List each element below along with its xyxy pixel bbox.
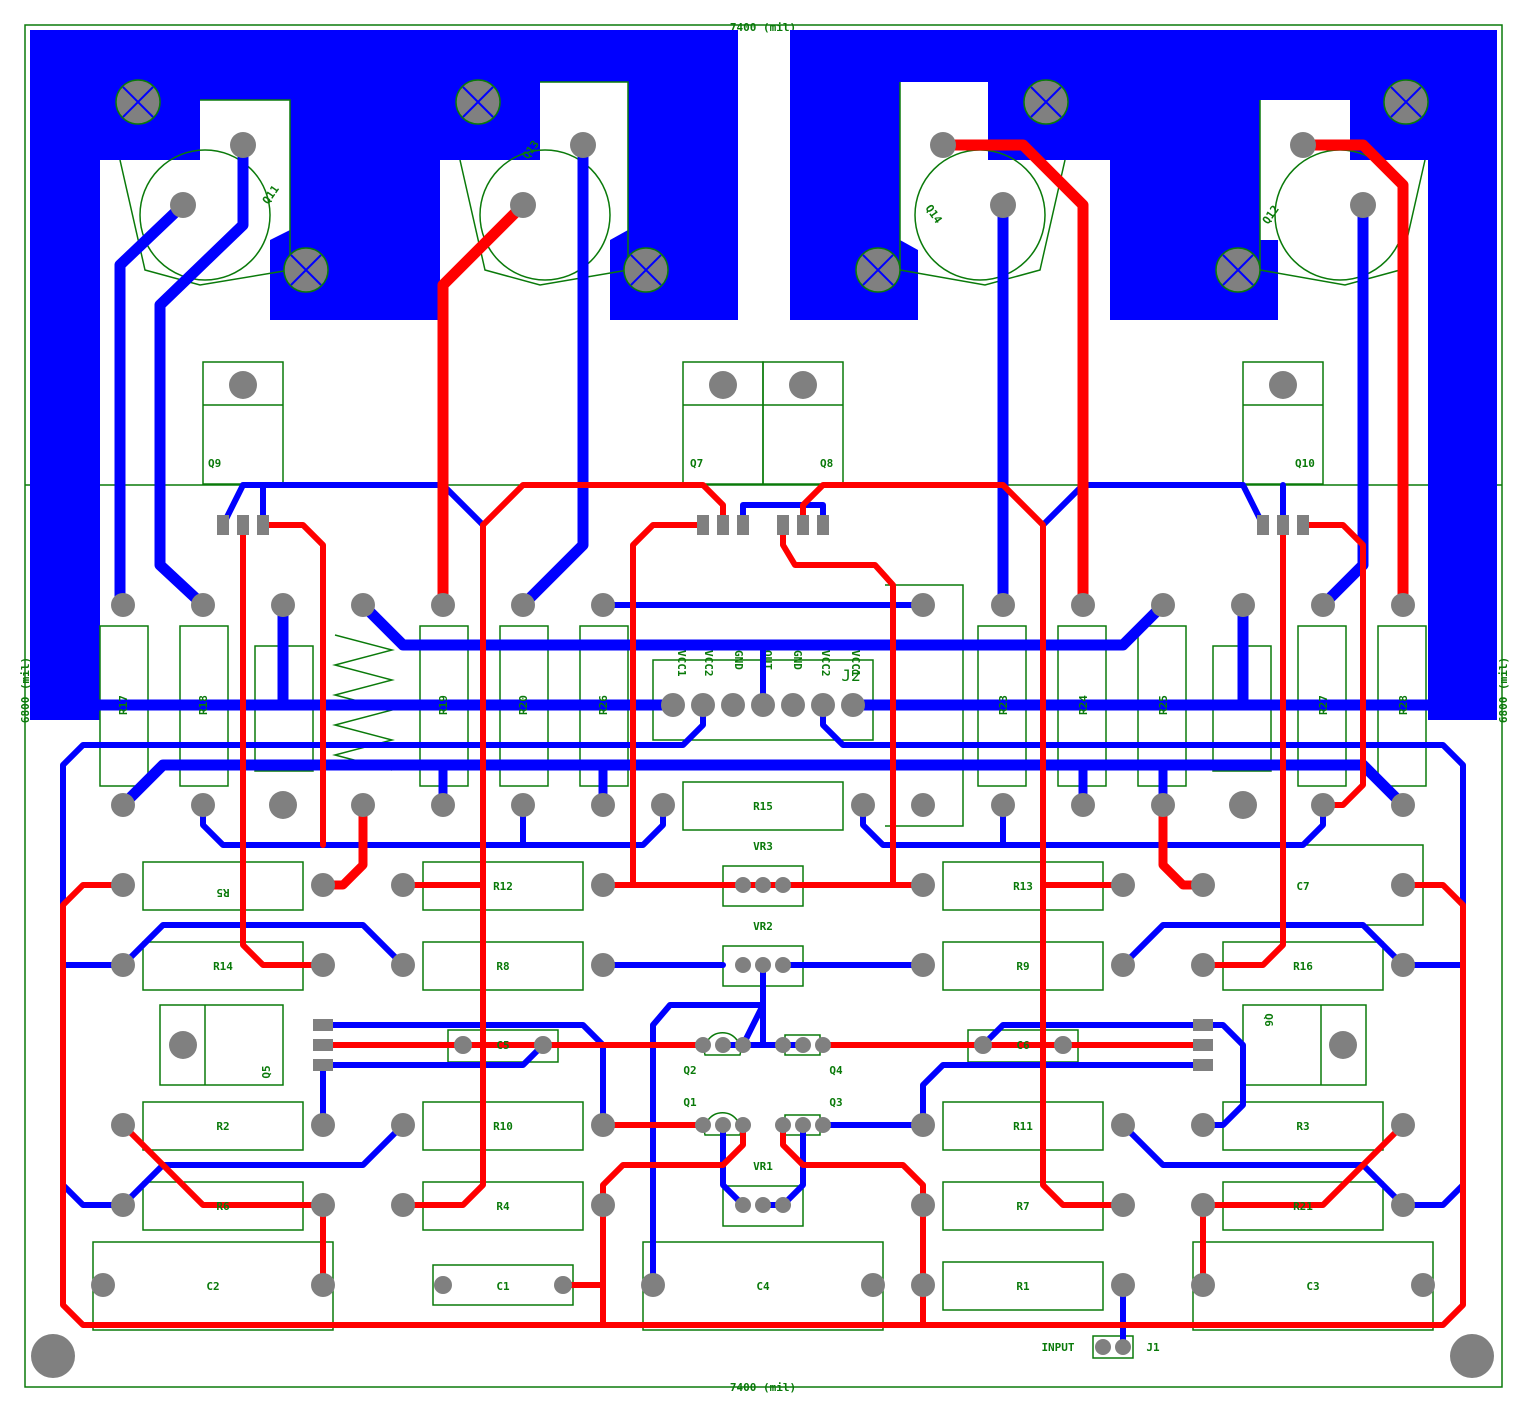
svg-text:VCC1: VCC1 <box>675 650 688 677</box>
label-r12: R12 <box>493 880 513 893</box>
label-r16: R16 <box>1293 960 1313 973</box>
label-r27: R27 <box>1317 695 1330 715</box>
top-copper-traces <box>60 139 1466 1328</box>
label-q10: Q10 <box>1295 457 1315 470</box>
label-r8: R8 <box>496 960 509 973</box>
dimension-left: 6800 (mil) <box>19 657 32 723</box>
label-r21: R21 <box>1293 1200 1313 1213</box>
label-q4: Q4 <box>829 1064 843 1077</box>
label-r6: R6 <box>216 1200 230 1213</box>
label-r7: R7 <box>1016 1200 1029 1213</box>
dimension-top: 7400 (mil) <box>730 21 796 34</box>
label-r20: R20 <box>517 695 530 715</box>
label-r9: R9 <box>1016 960 1029 973</box>
mounting-holes <box>31 79 1494 1378</box>
j2-label: J2 <box>841 666 860 685</box>
label-c3: C3 <box>1306 1280 1319 1293</box>
label-r10: R10 <box>493 1120 513 1133</box>
label-r24: R24 <box>1077 695 1090 715</box>
label-q3: Q3 <box>829 1096 842 1109</box>
label-r19: R19 <box>437 695 450 715</box>
label-q5: Q5 <box>260 1065 273 1078</box>
label-c4: C4 <box>756 1280 770 1293</box>
svg-text:VCC1: VCC1 <box>849 650 862 677</box>
label-r1: R1 <box>1016 1280 1030 1293</box>
label-r11: R11 <box>1013 1120 1033 1133</box>
label-r23: R23 <box>997 695 1010 715</box>
label-c7: C7 <box>1296 880 1309 893</box>
label-c2: C2 <box>206 1280 219 1293</box>
label-r14: R14 <box>213 960 233 973</box>
label-r3: R3 <box>1296 1120 1309 1133</box>
label-r4: R4 <box>496 1200 510 1213</box>
label-q12: Q12 <box>1260 203 1282 227</box>
j2-pin-labels: VCC1 VCC2 GND OUT GND VCC2 VCC1 <box>675 650 862 677</box>
copper-pour-right <box>790 30 1497 720</box>
label-q2: Q2 <box>683 1064 696 1077</box>
horizontal-parts <box>92 781 1434 1359</box>
label-j1: J1 <box>1146 1341 1160 1354</box>
label-r28: R28 <box>1397 695 1410 715</box>
svg-text:GND: GND <box>732 650 745 670</box>
svg-text:GND: GND <box>791 650 804 670</box>
label-r15: R15 <box>753 800 773 813</box>
label-q8: Q8 <box>820 457 833 470</box>
label-r5: R5 <box>216 886 229 899</box>
label-vr2: VR2 <box>753 920 773 933</box>
label-c1: C1 <box>496 1280 510 1293</box>
label-q6: Q6 <box>1262 1013 1275 1027</box>
label-vr3: VR3 <box>753 840 773 853</box>
svg-text:VCC2: VCC2 <box>819 650 832 677</box>
to220-packages <box>159 361 1367 1086</box>
label-q9: Q9 <box>208 457 221 470</box>
svg-text:VCC2: VCC2 <box>702 650 715 677</box>
label-r13: R13 <box>1013 880 1033 893</box>
label-q7: Q7 <box>690 457 703 470</box>
dimension-right: 6800 (mil) <box>1497 657 1510 723</box>
label-input: INPUT <box>1041 1341 1074 1354</box>
bottom-copper-traces <box>60 139 1466 1348</box>
label-r2: R2 <box>216 1120 229 1133</box>
label-r17: R17 <box>117 695 130 715</box>
board-outline <box>24 24 1503 1388</box>
label-vr1: VR1 <box>753 1160 773 1173</box>
label-q14: Q14 <box>923 202 945 226</box>
copper-pour-left <box>30 30 738 720</box>
label-r18: R18 <box>197 695 210 715</box>
dimension-bottom: 7400 (mil) <box>730 1381 796 1394</box>
label-r25: R25 <box>1157 695 1170 715</box>
label-r26: R26 <box>597 695 610 715</box>
label-q1: Q1 <box>683 1096 697 1109</box>
label-c5: C5 <box>496 1039 509 1052</box>
pads <box>91 132 1435 1355</box>
to220-tabs <box>169 371 1357 1059</box>
label-c6: C6 <box>1016 1039 1030 1052</box>
